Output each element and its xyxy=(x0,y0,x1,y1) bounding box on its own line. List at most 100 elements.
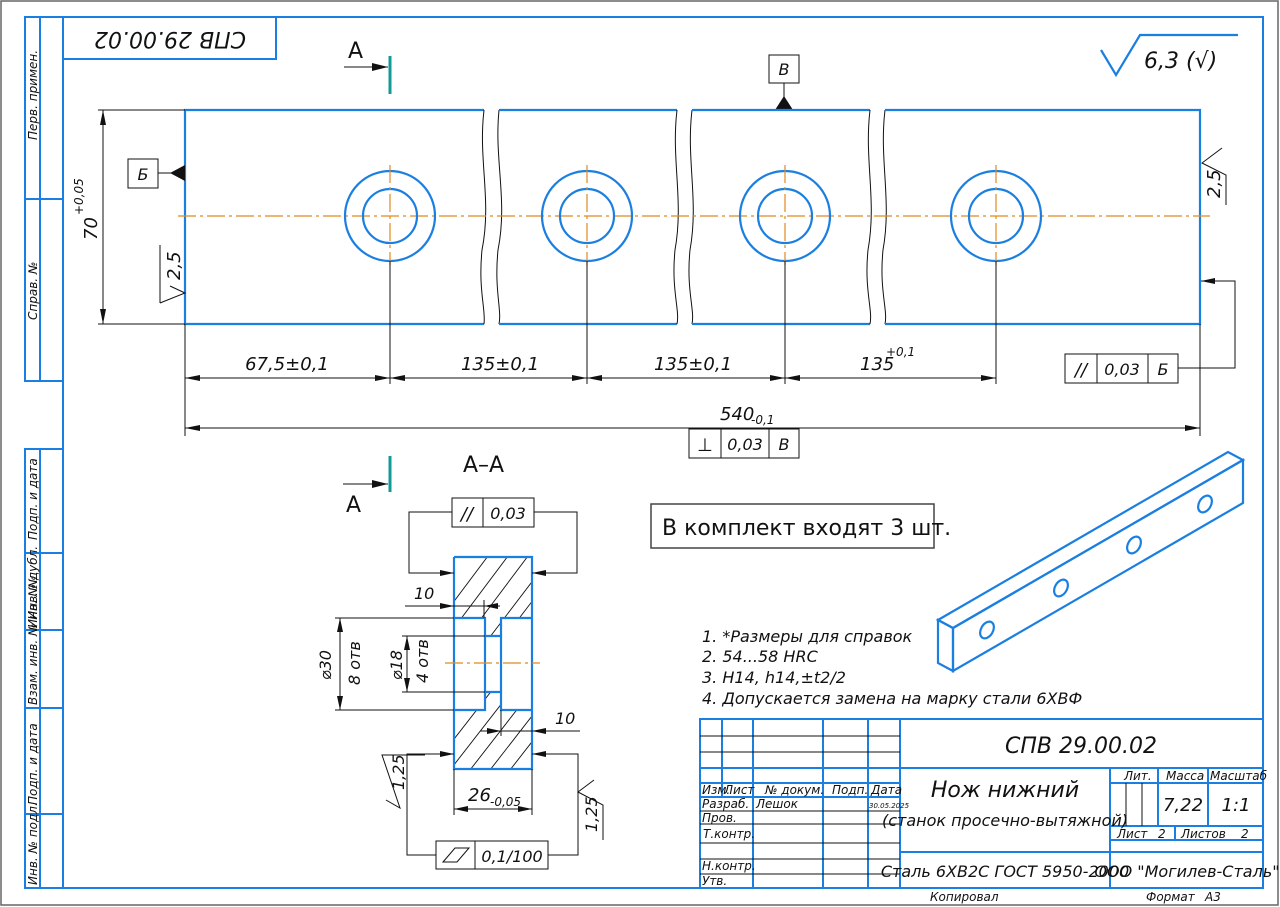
datum-v-label: В xyxy=(779,60,790,79)
header-izm: Изм. xyxy=(702,783,730,797)
parallelism-section-value: 0,03 xyxy=(490,504,526,523)
roughness-right: 2,5 xyxy=(1201,147,1227,205)
role-tkontr: Т.контр. xyxy=(703,827,755,841)
knife-plan-view xyxy=(178,108,1210,326)
datum-b-label: Б xyxy=(138,165,149,184)
dim-pitch-3: 135±0,1 xyxy=(654,354,732,375)
sheets-label: Листов xyxy=(1180,827,1226,841)
dim-height-tol: +0,05 xyxy=(72,178,86,215)
strip-label-podp-data-1: Подп. и дата xyxy=(26,458,40,540)
section-marker-bottom: А А–А xyxy=(343,453,504,518)
flatness-value: 0,1/100 xyxy=(481,847,542,866)
role-utv: Утв. xyxy=(702,874,727,888)
note-3: 3. H14, h14,±t2/2 xyxy=(702,668,846,687)
roughness-left: 2,5 xyxy=(159,245,187,304)
dim-height: 70 +0,05 xyxy=(72,109,185,325)
datum-v: В xyxy=(768,54,800,110)
developer-name: Лешок xyxy=(755,797,799,811)
material: Сталь 6ХВ2С ГОСТ 5950-2000 xyxy=(881,862,1129,881)
note-4: 4. Допускается замена на марку стали 6ХВ… xyxy=(702,689,1082,708)
header-date: Дата xyxy=(870,783,902,797)
scale-value: 1:1 xyxy=(1222,795,1251,816)
title-block: Изм. Лист № докум. Подп. Дата Разраб. Ле… xyxy=(699,718,1280,904)
dim-pitch-4: 135 xyxy=(860,354,894,375)
note-1: 1. *Размеры для справок xyxy=(702,627,913,646)
strip-label-vzam-inv: Взам. инв. № Инв. № xyxy=(26,576,40,705)
parallelism-right-value: 0,03 xyxy=(1104,360,1140,379)
header-list: Лист xyxy=(723,783,755,797)
part-subtitle: (станок просечно-вытяжной) xyxy=(882,811,1128,830)
diameter-large-note: 8 отв xyxy=(345,641,364,685)
strip-label-podp-data-2: Подп. и дата xyxy=(26,723,40,805)
perpendicularity-symbol: ⊥ xyxy=(697,435,713,456)
note-2: 2. 54...58 HRC xyxy=(702,647,819,666)
diameter-small-note: 4 отв xyxy=(413,639,432,683)
general-roughness-text: 6,3 (√) xyxy=(1144,49,1217,74)
technical-notes: 1. *Размеры для справок 2. 54...58 HRC 3… xyxy=(702,627,1082,708)
hole-2 xyxy=(540,165,634,265)
section-view: // 0,03 10 10 ⌀30 8 отв ⌀18 4 отв xyxy=(316,497,604,870)
counterbore-depth-bottom: 10 xyxy=(555,709,575,728)
scale-label: Масштаб xyxy=(1210,769,1268,783)
dim-chain: 67,5±0,1 135±0,1 135±0,1 135 +0,1 540 -0… xyxy=(184,261,1201,436)
hole-3 xyxy=(738,165,832,265)
strip-label-perv-primen: Перв. примен. xyxy=(26,50,40,140)
strip-label-inv-podl: Инв. № подл. xyxy=(26,802,40,885)
role-nkontr: Н.контр. xyxy=(702,859,756,873)
rotated-designation-stamp: СПВ 29.00.02 xyxy=(62,16,277,60)
roughness-left-value: 2,5 xyxy=(164,251,185,280)
section-width-tol: -0,05 xyxy=(490,795,521,809)
section-label-top: А xyxy=(348,39,363,64)
diameter-large: ⌀30 xyxy=(316,650,335,680)
header-doc: № докум. xyxy=(764,783,824,797)
format-value: А3 xyxy=(1204,890,1221,904)
dim-pitch-2: 135±0,1 xyxy=(461,354,539,375)
tolerance-perpendicularity: ⊥ 0,03 В xyxy=(688,428,800,459)
general-roughness-mark: 6,3 (√) xyxy=(1100,33,1238,78)
roughness-right-value: 2,5 xyxy=(1204,169,1225,198)
hole-4 xyxy=(949,165,1043,265)
isometric-view xyxy=(935,450,1246,673)
role-prov: Пров. xyxy=(702,811,737,825)
dim-length-tol: -0,1 xyxy=(751,413,774,427)
strip-label-sprav: Справ. № xyxy=(26,262,40,320)
format-label: Формат xyxy=(1146,890,1196,904)
copied-label: Копировал xyxy=(930,890,999,904)
parallelism-section-symbol: // xyxy=(459,504,475,525)
header-podp: Подп. xyxy=(832,783,868,797)
dim-pitch-1: 67,5±0,1 xyxy=(245,354,329,375)
perpendicularity-datum: В xyxy=(779,435,790,454)
strip-label-inv-dubl: Инв. № дубл. xyxy=(26,546,40,628)
lit-label: Лит. xyxy=(1123,769,1152,783)
part-name: Нож нижний xyxy=(931,778,1079,803)
dim-length: 540 xyxy=(720,404,754,425)
kit-note: В комплект входят 3 шт. xyxy=(650,503,951,549)
flatness-symbol-icon xyxy=(441,847,471,863)
rotated-designation-text: СПВ 29.00.02 xyxy=(94,26,246,51)
counterbore-depth-top: 10 xyxy=(414,584,434,603)
hole-1 xyxy=(343,165,437,265)
mass-label: Масса xyxy=(1166,769,1204,783)
diameter-small: ⌀18 xyxy=(387,650,406,680)
dim-height-value: 70 xyxy=(81,217,102,240)
developer-date: 30.05.2025 xyxy=(869,802,910,810)
side-strip: Перв. примен. Справ. № Подп. и дата Инв.… xyxy=(24,16,64,889)
roughness-section-left: 1,25 xyxy=(389,754,408,790)
dim-pitch-4-tol: +0,1 xyxy=(886,345,915,359)
designation: СПВ 29.00.02 xyxy=(1005,734,1157,759)
section-label-bottom: А xyxy=(346,493,361,518)
company: ООО "Могилев-Сталь" xyxy=(1094,862,1279,881)
sheet-value: 2 xyxy=(1158,827,1166,841)
sheet-label: Лист xyxy=(1116,827,1148,841)
section-width: 26 xyxy=(468,785,491,806)
role-razrab: Разраб. xyxy=(702,797,749,811)
datum-b: Б xyxy=(127,158,185,189)
parallelism-right-datum: Б xyxy=(1158,360,1169,379)
roughness-section-right: 1,25 xyxy=(582,796,601,832)
parallelism-right-symbol: // xyxy=(1073,360,1089,381)
tolerance-parallelism-right: // 0,03 Б xyxy=(1064,278,1236,384)
perpendicularity-value: 0,03 xyxy=(727,435,763,454)
mass-value: 7,22 xyxy=(1163,795,1203,816)
